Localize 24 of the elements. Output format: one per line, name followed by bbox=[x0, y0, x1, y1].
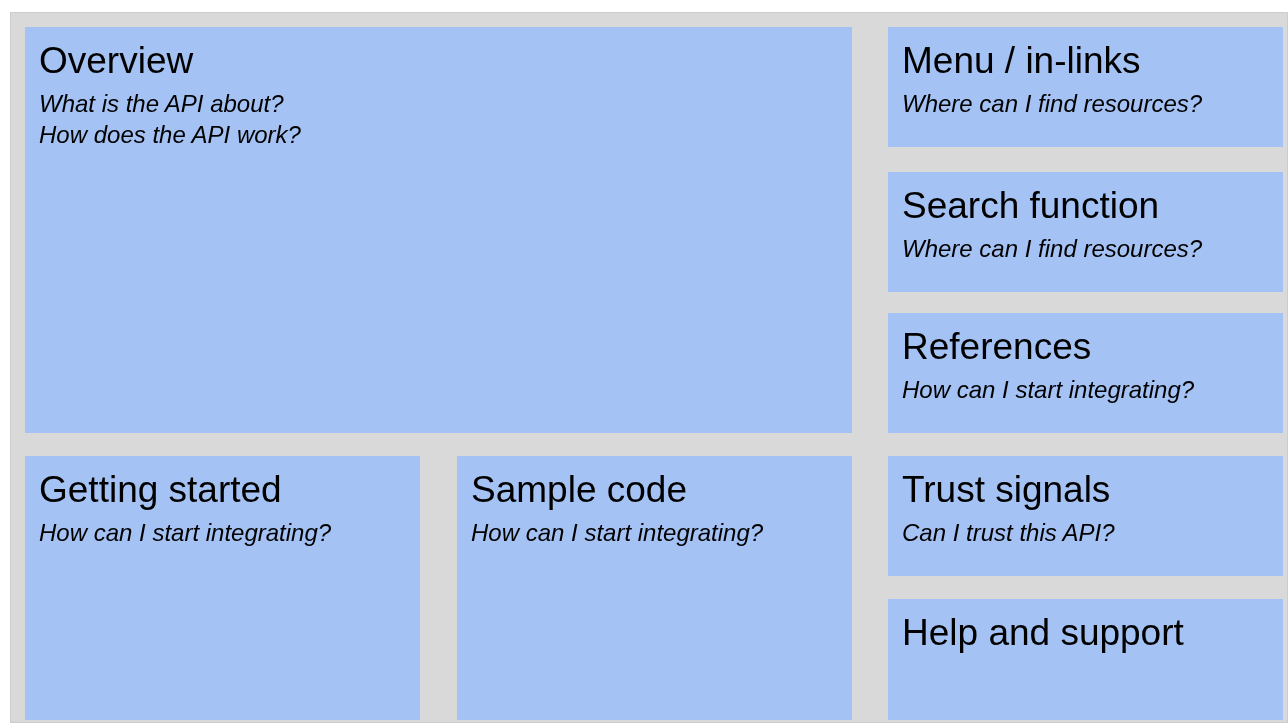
section-box bbox=[25, 456, 420, 720]
section-question: How can I start integrating? bbox=[902, 374, 1195, 405]
section-title: Menu / in-links bbox=[902, 41, 1141, 82]
section-title: Help and support bbox=[902, 613, 1184, 654]
section-question: How can I start integrating? bbox=[39, 517, 332, 548]
section-box bbox=[888, 172, 1283, 292]
section-box bbox=[888, 313, 1283, 433]
section-box bbox=[888, 599, 1283, 720]
section-question: Where can I find resources? bbox=[902, 88, 1203, 119]
section-title: Search function bbox=[902, 186, 1160, 227]
section-question: What is the API about? bbox=[39, 88, 284, 119]
section-box bbox=[25, 27, 852, 433]
section-box bbox=[888, 27, 1283, 147]
section-title: Sample code bbox=[471, 470, 687, 511]
section-title: References bbox=[902, 327, 1092, 368]
section-question: Where can I find resources? bbox=[902, 233, 1203, 264]
section-box bbox=[457, 456, 852, 720]
section-question: How can I start integrating? bbox=[471, 517, 764, 548]
section-title: Getting started bbox=[39, 470, 282, 511]
section-question: Can I trust this API? bbox=[902, 517, 1115, 548]
section-box bbox=[888, 456, 1283, 576]
section-title: Overview bbox=[39, 41, 194, 82]
section-title: Trust signals bbox=[902, 470, 1111, 511]
section-question: How does the API work? bbox=[39, 119, 301, 150]
